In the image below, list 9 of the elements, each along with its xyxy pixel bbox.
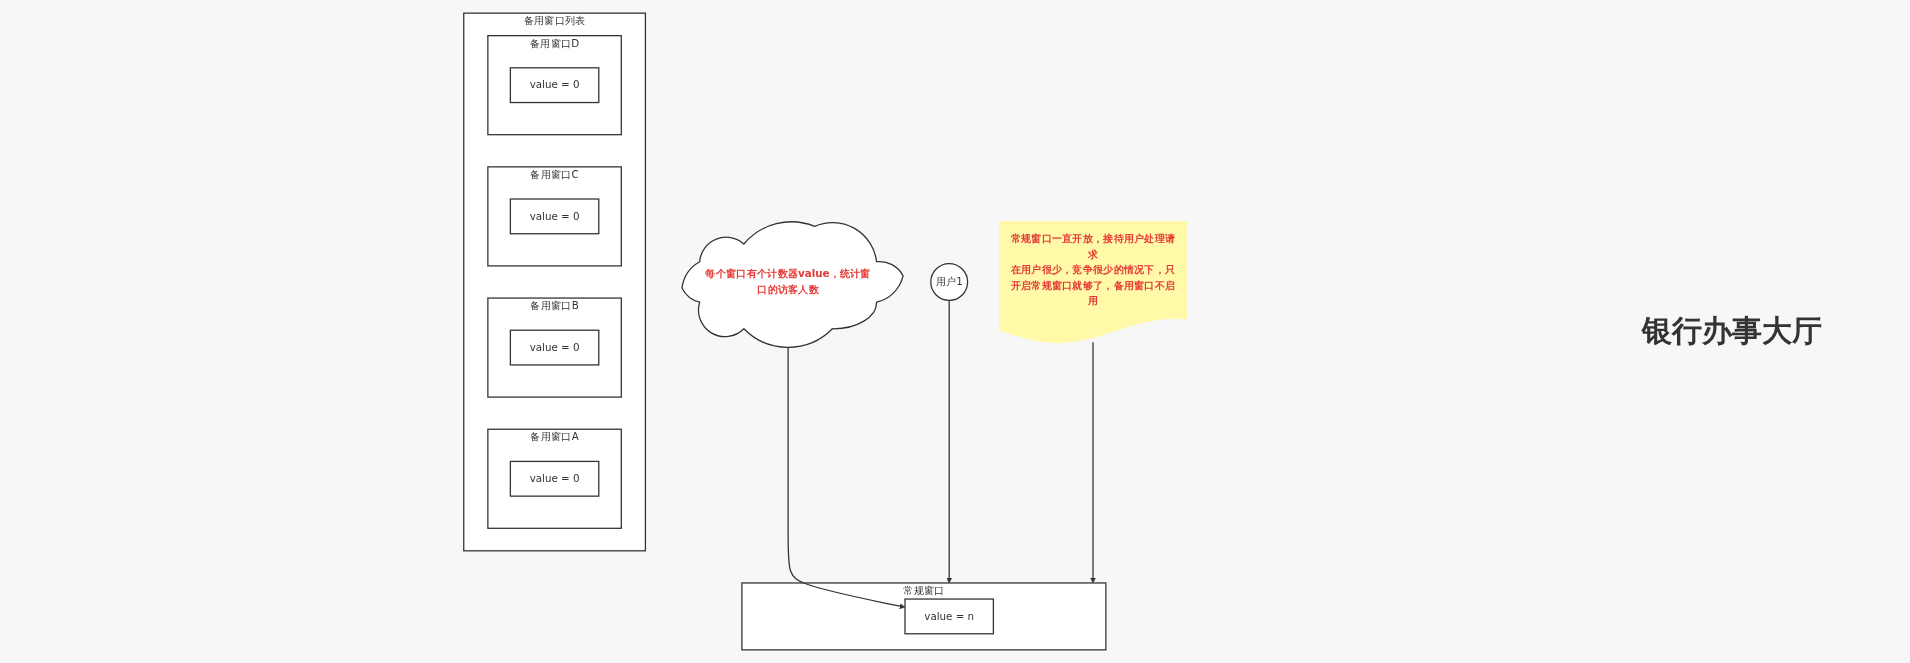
- node-box: value = 0: [509, 460, 600, 497]
- arrow: [1090, 341, 1096, 584]
- node-circle: 用户1: [930, 262, 969, 301]
- node-box: value = 0: [509, 198, 600, 235]
- node-box: value = 0: [509, 329, 600, 366]
- node-box: value = n: [904, 598, 995, 635]
- arrow: [946, 299, 953, 584]
- hall-label: 银行办事大厅: [1642, 312, 1823, 350]
- node-box: value = 0: [509, 67, 600, 104]
